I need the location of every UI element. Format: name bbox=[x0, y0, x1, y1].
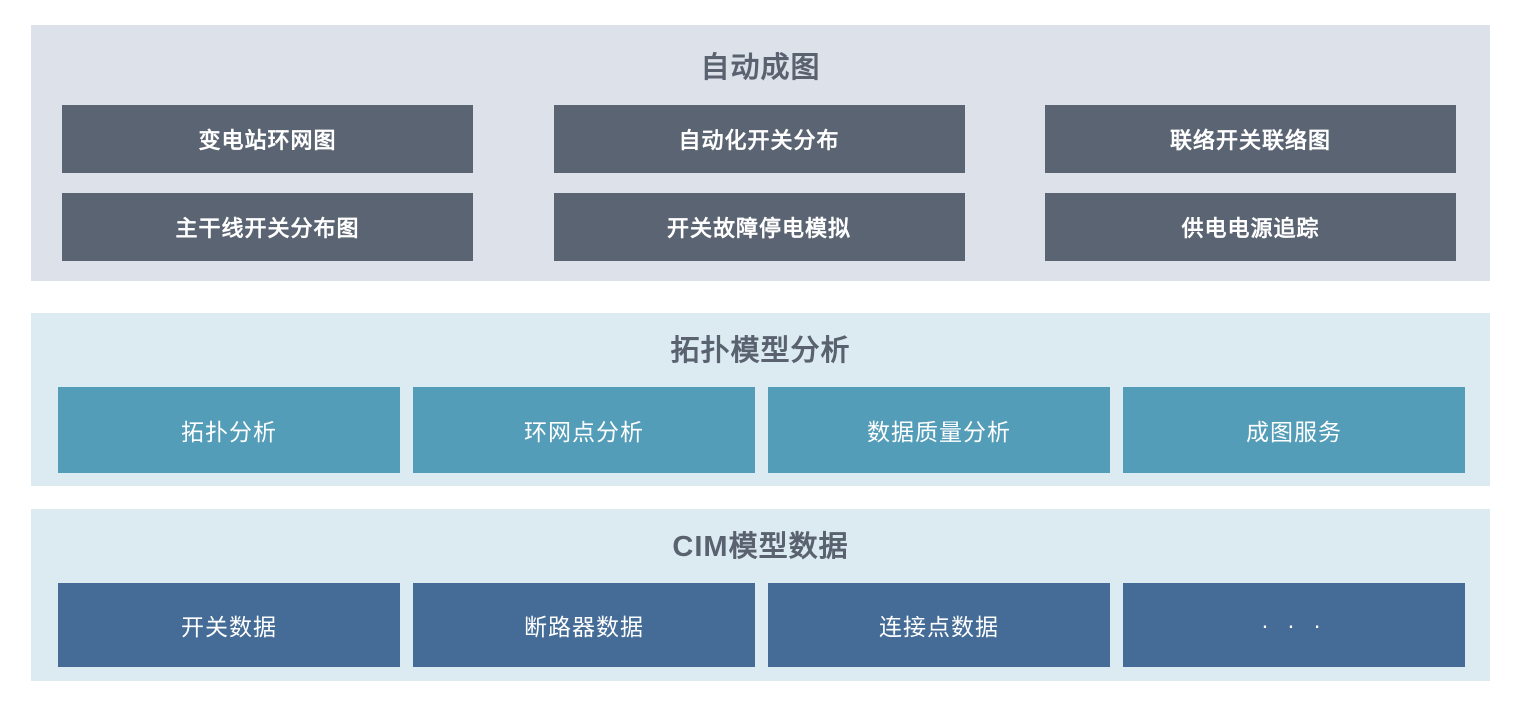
module-box-more-ellipsis: · · · bbox=[1123, 583, 1465, 667]
section-cim-model-data: CIM模型数据 开关数据 断路器数据 连接点数据 · · · bbox=[31, 509, 1490, 681]
module-box-automated-switch-distribution: 自动化开关分布 bbox=[553, 105, 965, 173]
module-grid-auto-mapping: 变电站环网图 自动化开关分布 联络开关联络图 主干线开关分布图 开关故障停电模拟… bbox=[62, 105, 1456, 261]
section-auto-mapping: 自动成图 变电站环网图 自动化开关分布 联络开关联络图 主干线开关分布图 开关故… bbox=[31, 25, 1490, 281]
module-box-connection-point-data: 连接点数据 bbox=[768, 583, 1110, 667]
module-box-diagram-service: 成图服务 bbox=[1123, 387, 1465, 473]
module-box-tie-switch-connection-diagram: 联络开关联络图 bbox=[1045, 105, 1456, 173]
module-box-switch-fault-outage-simulation: 开关故障停电模拟 bbox=[553, 193, 965, 261]
module-box-topology-analysis: 拓扑分析 bbox=[58, 387, 400, 473]
module-box-power-source-tracing: 供电电源追踪 bbox=[1045, 193, 1456, 261]
module-box-substation-ring-diagram: 变电站环网图 bbox=[62, 105, 473, 173]
section-title-cim-model-data: CIM模型数据 bbox=[672, 531, 849, 563]
section-title-topology-model-analysis: 拓扑模型分析 bbox=[670, 335, 851, 367]
module-grid-topology: 拓扑分析 环网点分析 数据质量分析 成图服务 bbox=[58, 387, 1465, 473]
module-box-data-quality-analysis: 数据质量分析 bbox=[768, 387, 1110, 473]
module-box-breaker-data: 断路器数据 bbox=[413, 583, 755, 667]
module-box-trunk-line-switch-distribution: 主干线开关分布图 bbox=[62, 193, 473, 261]
module-box-switch-data: 开关数据 bbox=[58, 583, 400, 667]
module-grid-cim: 开关数据 断路器数据 连接点数据 · · · bbox=[58, 583, 1465, 667]
section-topology-model-analysis: 拓扑模型分析 拓扑分析 环网点分析 数据质量分析 成图服务 bbox=[31, 313, 1490, 486]
module-box-ring-point-analysis: 环网点分析 bbox=[413, 387, 755, 473]
section-title-auto-mapping: 自动成图 bbox=[700, 52, 821, 84]
